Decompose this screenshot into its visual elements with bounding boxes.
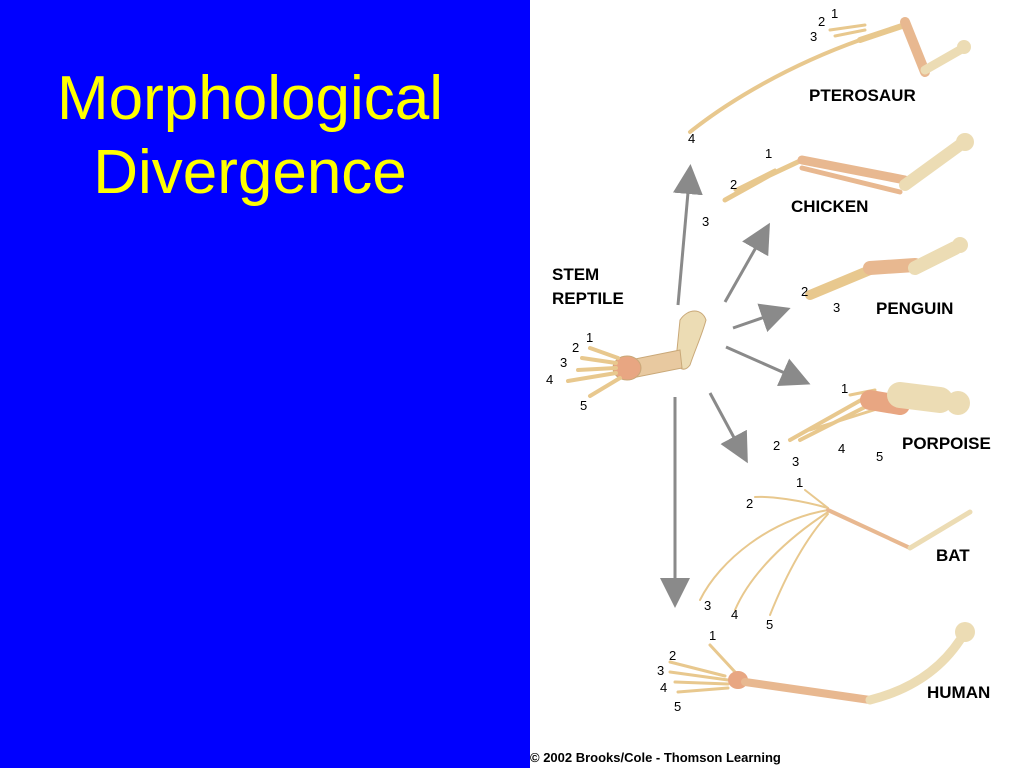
chicken-digit-3: 3 xyxy=(702,214,710,229)
bat-digit-4: 4 xyxy=(731,607,739,622)
stem-label: STEM xyxy=(552,265,600,284)
pterosaur-label: PTEROSAUR xyxy=(809,86,916,105)
pterosaur-digit-2: 2 xyxy=(818,14,826,29)
chicken-digit-1: 1 xyxy=(765,146,773,161)
stem-digit-4: 4 xyxy=(546,372,554,387)
chicken-digit-2: 2 xyxy=(730,177,738,192)
stem-digit-5: 5 xyxy=(580,398,588,413)
chicken-limb xyxy=(722,133,974,203)
chicken-label: CHICKEN xyxy=(791,197,869,216)
title-panel: Morphological Divergence xyxy=(0,0,530,768)
penguin-limb xyxy=(805,237,968,300)
human-digit-4: 4 xyxy=(660,680,668,695)
porpoise-digit-1: 1 xyxy=(841,381,849,396)
copyright-notice: © 2002 Brooks/Cole - Thomson Learning xyxy=(530,750,781,765)
porpoise-digit-4: 4 xyxy=(838,441,846,456)
human-digit-5: 5 xyxy=(674,699,682,714)
slide-title: Morphological Divergence xyxy=(0,62,500,210)
pterosaur-digit-1: 1 xyxy=(831,6,839,21)
human-digit-2: 2 xyxy=(669,648,677,663)
stem-digit-1: 1 xyxy=(586,330,594,345)
limb-divergence-diagram: PTEROSAUR CHICKEN PENGUIN PORPOISE BAT H… xyxy=(530,0,1024,768)
penguin-digit-2: 2 xyxy=(801,284,809,299)
arrow-to-pterosaur xyxy=(672,164,703,306)
bat-digit-5: 5 xyxy=(766,617,774,632)
title-line-1: Morphological xyxy=(57,64,443,133)
divergence-arrows xyxy=(660,164,811,608)
arrow-to-chicken xyxy=(723,222,770,303)
bat-limb xyxy=(699,489,973,616)
bat-digit-1: 1 xyxy=(796,475,804,490)
bat-digit-3: 3 xyxy=(704,598,712,613)
arrow-to-penguin xyxy=(732,303,791,333)
stem-digit-2: 2 xyxy=(572,340,580,355)
penguin-digit-3: 3 xyxy=(833,300,841,315)
porpoise-digit-3: 3 xyxy=(792,454,800,469)
human-limb xyxy=(668,622,975,705)
arrow-to-porpoise xyxy=(725,345,811,386)
limb-illustration xyxy=(566,17,975,705)
title-line-2: Divergence xyxy=(93,138,407,207)
porpoise-digit-2: 2 xyxy=(773,438,781,453)
bat-label: BAT xyxy=(936,546,970,565)
arrow-to-bat xyxy=(708,392,748,464)
pterosaur-digit-4: 4 xyxy=(688,131,696,146)
penguin-label: PENGUIN xyxy=(876,299,954,318)
reptile-label: REPTILE xyxy=(552,289,624,308)
bat-digit-2: 2 xyxy=(746,496,754,511)
human-digit-1: 1 xyxy=(709,628,717,643)
stem-digit-3: 3 xyxy=(560,355,568,370)
human-digit-3: 3 xyxy=(657,663,665,678)
stem-reptile-limb xyxy=(566,310,707,398)
porpoise-digit-5: 5 xyxy=(876,449,884,464)
human-label: HUMAN xyxy=(927,683,991,702)
porpoise-label: PORPOISE xyxy=(902,434,991,453)
porpoise-limb xyxy=(788,382,970,442)
pterosaur-limb xyxy=(688,17,971,134)
pterosaur-digit-3: 3 xyxy=(810,29,818,44)
